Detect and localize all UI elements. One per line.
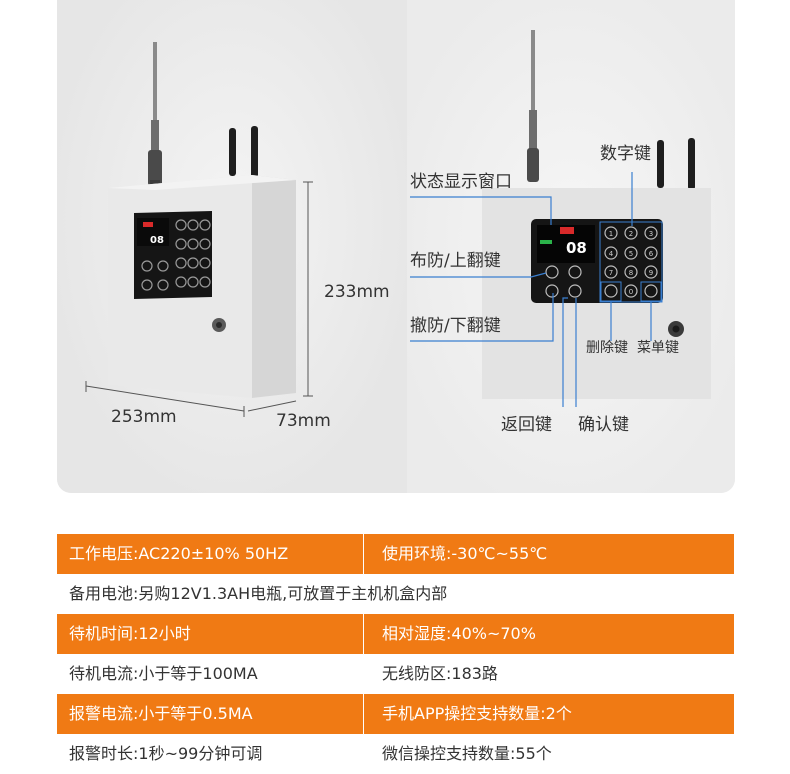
callout-disarm-down: 撤防/下翻键 [410, 316, 501, 336]
spec-working-voltage: 工作电压:AC220±10% 50HZ [57, 534, 364, 574]
device-right: 08 1 2 3 4 5 6 7 8 9 0 [410, 30, 711, 407]
spec-row: 待机时间:12小时 相对湿度:40%~70% [57, 614, 734, 654]
spec-row: 备用电池:另购12V1.3AH电瓶,可放置于主机机盒内部 [57, 574, 734, 614]
svg-text:08: 08 [150, 235, 164, 246]
spec-wechat-control: 微信操控支持数量:55个 [382, 744, 552, 763]
callout-arm-up: 布防/上翻键 [410, 251, 501, 271]
callout-status-window: 状态显示窗口 [410, 172, 512, 192]
spec-alarm-duration: 报警时长:1秒~99分钟可调 [69, 744, 263, 763]
dimension-height: 233mm [324, 282, 390, 302]
svg-text:1: 1 [609, 230, 613, 238]
dimension-width: 253mm [111, 407, 177, 427]
svg-text:8: 8 [629, 269, 633, 277]
callout-delete-key: 删除键 [586, 340, 628, 356]
callout-menu-key: 菜单键 [637, 340, 679, 356]
svg-text:9: 9 [649, 269, 653, 277]
spec-row: 报警电流:小于等于0.5MA 手机APP操控支持数量:2个 [57, 694, 734, 734]
spec-app-control: 手机APP操控支持数量:2个 [382, 704, 572, 723]
svg-text:6: 6 [649, 250, 654, 258]
callout-number-keys: 数字键 [600, 144, 651, 164]
screen-number: 08 [566, 239, 587, 257]
svg-text:2: 2 [629, 230, 633, 238]
spec-row: 待机电流:小于等于100MA 无线防区:183路 [57, 654, 734, 694]
spec-row: 工作电压:AC220±10% 50HZ 使用环境:-30℃~55℃ [57, 534, 734, 574]
spec-standby-current: 待机电流:小于等于100MA [69, 664, 258, 683]
svg-text:5: 5 [629, 250, 633, 258]
svg-text:0: 0 [629, 288, 633, 296]
device-left: 08 [85, 42, 313, 417]
svg-text:4: 4 [609, 250, 614, 258]
svg-text:3: 3 [649, 230, 653, 238]
callout-confirm-key: 确认键 [578, 415, 629, 435]
callout-back-key: 返回键 [501, 415, 552, 435]
spec-alarm-current: 报警电流:小于等于0.5MA [57, 694, 364, 734]
dimension-depth: 73mm [276, 411, 331, 431]
spec-row: 报警时长:1秒~99分钟可调 微信操控支持数量:55个 [57, 734, 734, 774]
spec-standby-time: 待机时间:12小时 [57, 614, 364, 654]
device-illustration: 08 08 [85, 30, 711, 417]
spec-environment: 使用环境:-30℃~55℃ [382, 544, 548, 563]
spec-backup-battery: 备用电池:另购12V1.3AH电瓶,可放置于主机机盒内部 [69, 584, 448, 603]
svg-text:7: 7 [609, 269, 613, 277]
spec-wireless-zones: 无线防区:183路 [382, 664, 498, 683]
spec-humidity: 相对湿度:40%~70% [382, 624, 536, 643]
